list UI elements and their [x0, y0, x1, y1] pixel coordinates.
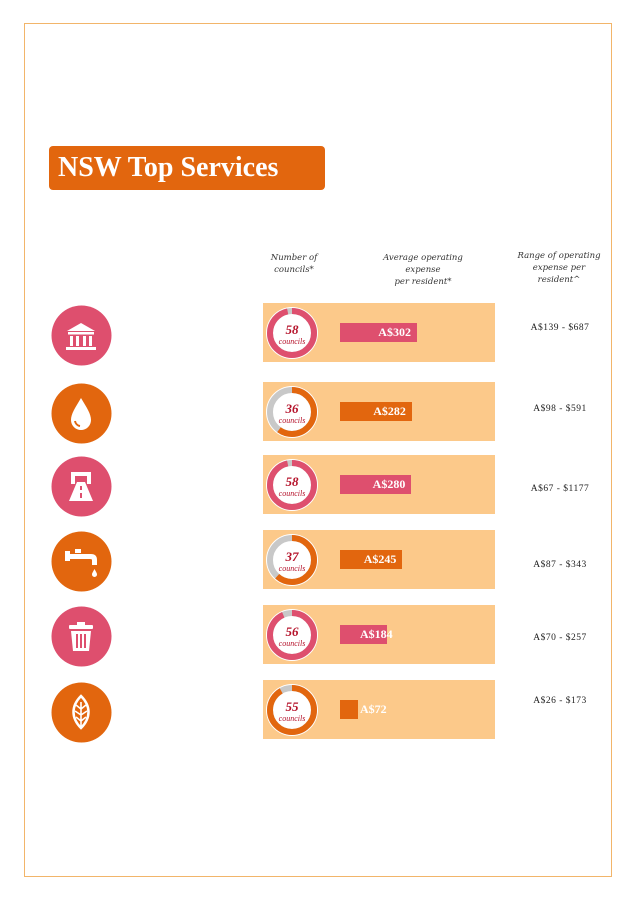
councils-count: 37	[285, 549, 300, 564]
expense-label: A$72	[360, 702, 387, 716]
expense-range: A$70 - $257	[533, 633, 587, 643]
expense-label: A$245	[363, 552, 397, 566]
expense-bar	[340, 625, 387, 644]
expense-range: A$26 - $173	[533, 696, 587, 706]
expense-label: A$184	[360, 627, 393, 641]
expense-range: A$98 - $591	[533, 404, 587, 414]
councils-count: 58	[286, 322, 300, 337]
water-drop-icon	[51, 383, 112, 444]
expense-label: A$280	[372, 477, 406, 491]
header-expense: Average operating expense per resident*	[383, 253, 463, 287]
councils-word: councils	[279, 564, 306, 573]
expense-label: A$302	[378, 325, 411, 339]
header-range: Range of operating expense per resident^	[517, 251, 601, 285]
expense-range: A$139 - $687	[530, 323, 590, 333]
tap-icon	[51, 531, 112, 592]
road-icon	[51, 456, 112, 517]
councils-word: councils	[279, 489, 306, 498]
header-councils: Number of councils*	[270, 253, 318, 275]
expense-range: A$67 - $1177	[530, 484, 590, 494]
councils-count: 55	[286, 699, 300, 714]
expense-bar	[340, 323, 417, 342]
expense-bar	[340, 402, 412, 421]
expense-bar	[340, 700, 359, 719]
councils-count: 36	[285, 401, 300, 416]
expense-range: A$87 - $343	[533, 560, 587, 570]
page-title: NSW Top Services	[49, 146, 325, 190]
bin-icon	[51, 606, 112, 667]
expense-bar	[340, 475, 412, 494]
page-frame	[24, 23, 612, 877]
councils-count: 56	[286, 624, 300, 639]
building-icon	[51, 305, 112, 366]
councils-word: councils	[279, 416, 306, 425]
councils-word: councils	[279, 337, 306, 346]
expense-label: A$282	[373, 404, 406, 418]
leaf-icon	[51, 682, 112, 743]
expense-bar	[340, 550, 403, 569]
councils-word: councils	[279, 714, 306, 723]
councils-count: 58	[286, 474, 300, 489]
councils-word: councils	[279, 639, 306, 648]
